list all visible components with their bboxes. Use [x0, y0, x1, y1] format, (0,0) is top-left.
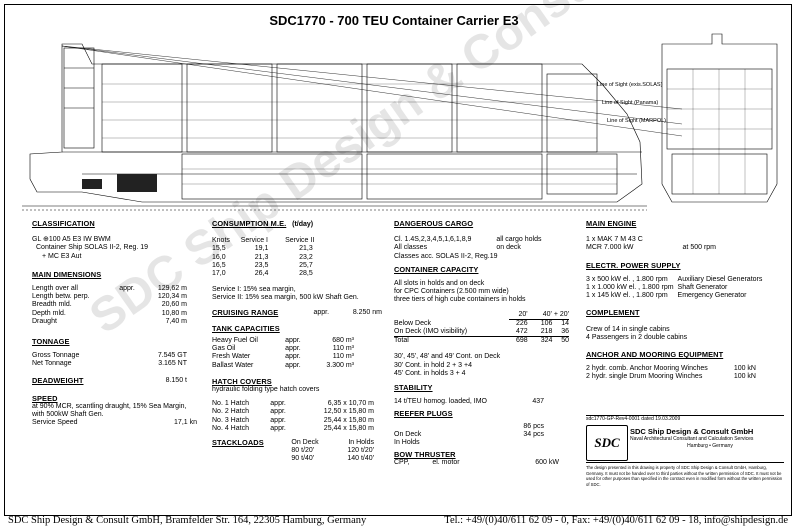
complement-line-1: Crew of 14 in single cabins [586, 325, 670, 333]
container-note-2: 30' Cont. in hold 2 + 3 +4 [394, 361, 473, 369]
drawing-code: sdc1770-GP-Rev4-0001 dated 19.03.2009 [586, 415, 784, 425]
container-line-3: three tiers of high cube containers in h… [394, 296, 526, 304]
consumption-note-1: Service I: 15% sea margin, [212, 286, 296, 294]
tanks-heading: TANK CAPACITIES [212, 323, 280, 333]
footer-address: SDC Ship Design & Consult GmbH, Bramfeld… [8, 515, 367, 526]
container-note-3: 45' Cont. in holds 3 + 4 [394, 369, 466, 377]
column-1: CLASSIFICATION GL ⊕100 A5 E3 IW BWM Cont… [32, 219, 202, 428]
sdc-sub2: Hamburg • Germany [687, 443, 733, 449]
speed-heading: SPEED [32, 393, 58, 403]
container-note-1: 30', 45', 48' and 49' Cont. on Deck [394, 353, 501, 361]
consumption-note-2: Service II: 15% sea margin, 500 kW Shaft… [212, 294, 359, 302]
dimensions-heading: MAIN DIMENSIONS [32, 269, 102, 279]
sdc-company-block: SDC Ship Design & Consult GmbH Naval Arc… [630, 427, 790, 449]
speed-line-1: at 90% MCR, scantling draught, 15% Sea M… [32, 403, 187, 411]
class-line-3: + MC E3 Aut [42, 252, 82, 260]
class-line-1: GL ⊕100 A5 E3 IW BWM [32, 236, 111, 244]
container-line-2: for CPC Containers (2.500 mm wide) [394, 288, 509, 296]
sdc-name: SDC Ship Design & Consult GmbH [630, 427, 754, 436]
container-line-1: All slots in holds and on deck [394, 280, 485, 288]
footer: SDC Ship Design & Consult GmbH, Bramfeld… [8, 515, 788, 526]
los-label-2: Line of Sight (Panama) [602, 100, 658, 106]
power-heading: ELECTR. POWER SUPPLY [586, 260, 681, 270]
engine-heading: MAIN ENGINE [586, 219, 637, 228]
container-heading: CONTAINER CAPACITY [394, 264, 479, 274]
speed-line-2: with 500kW Shaft Gen. [32, 411, 104, 419]
footer-contact: Tel.: +49/(0)40/611 62 09 - 0, Fax: +49/… [444, 515, 788, 526]
column-3: DANGEROUS CARGO Cl. 1.4S,2,3,4,5,1,6,1,8… [394, 219, 574, 468]
column-4: MAIN ENGINE 1 x MAK 7 M 43 C MCR 7.000 k… [586, 219, 782, 382]
complement-line-2: 4 Passengers in 2 double cabins [586, 333, 688, 341]
dangerous-heading: DANGEROUS CARGO [394, 219, 474, 228]
anchor-heading: ANCHOR AND MOORING EQUIPMENT [586, 350, 724, 360]
los-label-1: Line of Sight (exis.SOLAS) [597, 82, 663, 88]
los-label-3: Line of Sight (MARPOL) [607, 118, 666, 124]
dangerous-line: Classes acc. SOLAS II-2, Reg.19 [394, 252, 498, 260]
bow-heading: BOW THRUSTER [394, 450, 456, 460]
tonnage-heading: TONNAGE [32, 337, 70, 347]
drawing-title: SDC1770 - 700 TEU Container Carrier E3 [269, 13, 519, 28]
sdc-logo: SDC [586, 425, 628, 461]
sdc-sub1: Naval Architectural Consultant and Calcu… [630, 436, 754, 442]
drawing-sheet [4, 4, 792, 516]
hatch-heading: HATCH COVERS [212, 376, 272, 386]
class-line-2: Container Ship SOLAS II-2, Reg. 19 [36, 244, 149, 252]
hatch-sub: hydraulic folding type hatch covers [212, 386, 320, 394]
stability-heading: STABILITY [394, 383, 433, 393]
consumption-heading-row: CONSUMPTION M.E. (t/day) [212, 219, 314, 228]
reefer-heading: REEFER PLUGS [394, 409, 453, 419]
classification-heading: CLASSIFICATION [32, 219, 95, 228]
complement-heading: COMPLEMENT [586, 308, 640, 318]
ship-drawing: Line of Sight (exis.SOLAS) Line of Sight… [22, 33, 778, 211]
legal-note: The design presented in this drawing is … [586, 462, 784, 487]
